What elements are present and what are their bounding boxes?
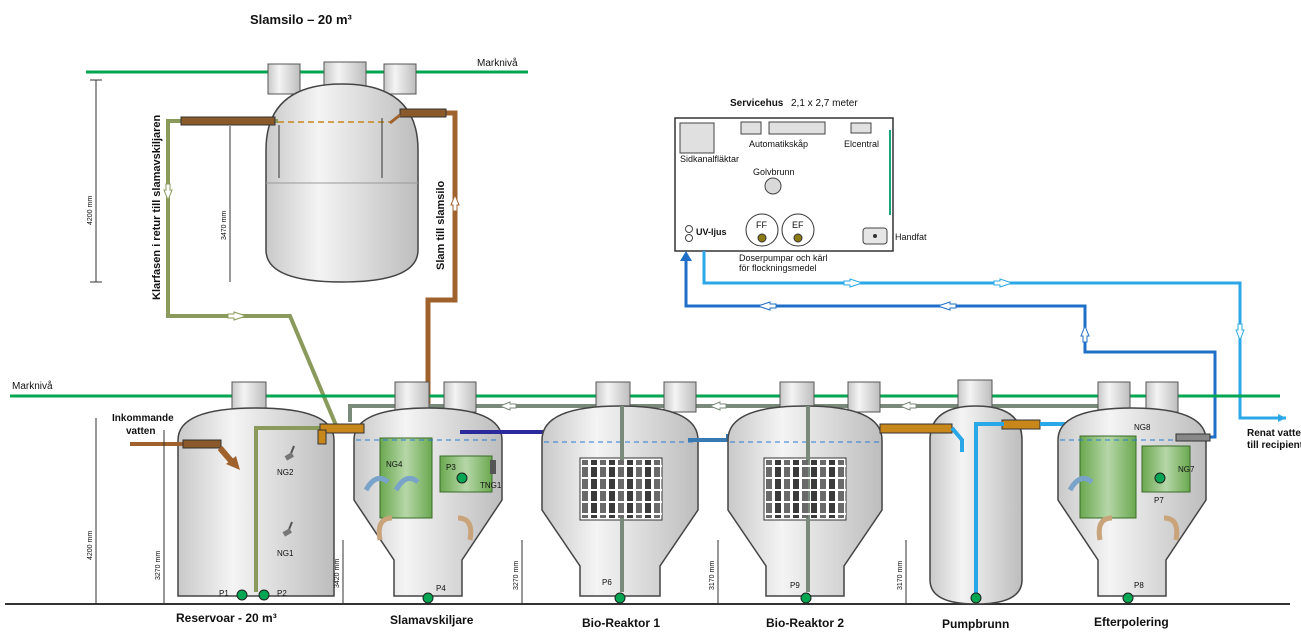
ground-label-bottom: Marknivå xyxy=(12,380,53,392)
outlet-label-1: Renat vatten xyxy=(1247,428,1301,439)
ng1-label: NG1 xyxy=(277,549,294,558)
servicehus-title: Servicehus xyxy=(730,98,784,109)
sludge-pipe-label: Slam till slamsilo xyxy=(435,180,447,270)
p9-label: P9 xyxy=(790,581,800,590)
dosing-label-1: Doserpumpar och kärl xyxy=(739,253,828,263)
tank-label-bio1: Bio-Reaktor 1 xyxy=(582,616,660,630)
p7-label: P7 xyxy=(1154,496,1164,505)
slam-height-dim: 3420 mm xyxy=(334,559,341,588)
dosing-label-2: för flockningsmedel xyxy=(739,263,817,273)
silo-height-dim: 4200 mm xyxy=(87,196,94,225)
tank-label-pumpbrunn: Pumpbrunn xyxy=(942,617,1009,631)
tng1-label: TNG1 xyxy=(480,481,502,490)
silo-title: Slamsilo – 20 m³ xyxy=(250,12,353,27)
cabinet-label: Automatikskåp xyxy=(749,139,808,149)
p8-label: P8 xyxy=(1134,581,1144,590)
tank-label-slamavskiljare: Slamavskiljare xyxy=(390,613,474,627)
bio2-height-dim: 3170 mm xyxy=(709,561,716,590)
ground-label-top: Marknivå xyxy=(477,57,518,69)
p4-label: P4 xyxy=(436,584,446,593)
ef-label: EF xyxy=(792,220,804,230)
tank-label-bio2: Bio-Reaktor 2 xyxy=(766,616,844,630)
p2-label: P2 xyxy=(277,589,287,598)
inlet-label-1: Inkommande xyxy=(112,413,174,424)
outlet-label-2: till recipient xyxy=(1247,440,1301,451)
bio-media-grids xyxy=(582,460,846,518)
tank-label-efterpolering: Efterpolering xyxy=(1094,615,1169,629)
p3-label: P3 xyxy=(446,463,456,472)
servicehus-size: 2,1 x 2,7 meter xyxy=(791,98,858,109)
blue-return-line xyxy=(684,255,1217,439)
elcentral-label: Elcentral xyxy=(844,139,879,149)
ng8-label: NG8 xyxy=(1134,423,1151,432)
reservoir-inner-dim: 3270 mm xyxy=(155,551,162,580)
return-pipe-label: Klarfasen i retur till slamavskiljaren xyxy=(151,114,163,300)
slamsilo-tank xyxy=(265,61,419,283)
reservoir-height-dim: 4200 mm xyxy=(87,531,94,560)
p1-label: P1 xyxy=(219,589,229,598)
silo-inner-dim: 3470 mm xyxy=(221,211,228,240)
slamavskiljare-tank xyxy=(353,381,503,597)
ng4-label: NG4 xyxy=(386,460,403,469)
service-house xyxy=(674,117,894,252)
ng7-label: NG7 xyxy=(1178,465,1195,474)
p6-label: P6 xyxy=(602,578,612,587)
uv-label: UV-ljus xyxy=(696,227,727,237)
sink-label: Handfat xyxy=(895,232,927,242)
ng2-label: NG2 xyxy=(277,468,294,477)
tank-label-reservoar: Reservoar - 20 m³ xyxy=(176,611,277,625)
pump-height-dim: 3170 mm xyxy=(897,561,904,590)
drain-label: Golvbrunn xyxy=(753,167,795,177)
efterpolering-tank xyxy=(1057,381,1207,597)
bio1-height-dim: 3270 mm xyxy=(513,561,520,590)
fan-label: Sidkanalfläktar xyxy=(680,154,739,164)
uv-water-line xyxy=(702,251,1286,420)
ff-label: FF xyxy=(756,220,767,230)
inlet-label-2: vatten xyxy=(126,426,155,437)
